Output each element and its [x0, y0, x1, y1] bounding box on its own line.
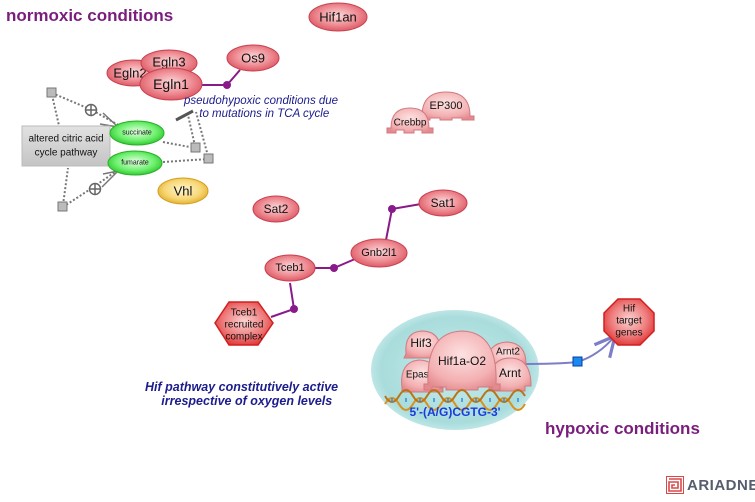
node-tceb1[interactable]: Tceb1	[264, 254, 316, 282]
node-arnt[interactable]: Arnt	[488, 357, 532, 392]
dna-motif-label: 5'-(A/G)CGTG-3'	[409, 405, 500, 419]
svg-text:Tceb1: Tceb1	[231, 308, 258, 319]
tca-pathway-box[interactable]: altered citric acid cycle pathway	[21, 125, 111, 167]
svg-text:genes: genes	[615, 328, 642, 339]
svg-text:complex: complex	[225, 332, 262, 343]
svg-text:Arnt: Arnt	[499, 366, 522, 380]
process-square	[57, 201, 68, 212]
svg-text:Vhl: Vhl	[174, 184, 193, 199]
svg-text:Crebbp: Crebbp	[394, 118, 427, 129]
binding-dot	[290, 305, 298, 313]
node-hif1a-o2[interactable]: Hif1a-O2	[423, 330, 501, 391]
node-hif-target-genes[interactable]: Hif target genes	[603, 298, 655, 346]
svg-text:Os9: Os9	[241, 51, 265, 66]
process-square	[203, 153, 214, 164]
node-fumarate[interactable]: fumarate	[107, 150, 163, 176]
process-square	[190, 142, 201, 153]
node-tceb1-complex[interactable]: Tceb1 recruited complex	[214, 301, 274, 346]
plus-icon	[88, 182, 102, 196]
node-sat1[interactable]: Sat1	[418, 189, 468, 217]
edge-fumarate-to-sq	[162, 158, 209, 163]
svg-text:Arnt2: Arnt2	[496, 347, 520, 358]
inhibition-bar	[175, 109, 194, 122]
svg-text:Hif: Hif	[623, 304, 635, 315]
binding-dot	[330, 264, 338, 272]
normoxic-title: normoxic conditions	[6, 6, 174, 25]
arrowhead-succinate	[99, 112, 121, 129]
svg-text:EP300: EP300	[429, 100, 462, 112]
ariadne-logo-text: ARIADNE	[687, 476, 755, 494]
svg-text:recruited: recruited	[225, 320, 264, 331]
edge-tceb1-complex	[270, 282, 296, 318]
svg-text:Hif3: Hif3	[410, 336, 432, 350]
hif-dna-complex[interactable]: Hif3 Epas1 Arnt2 Arnt Hif1a-O2 5'-(A/G)C…	[371, 310, 615, 430]
process-square	[46, 87, 57, 98]
node-os9[interactable]: Os9	[226, 44, 280, 72]
dna-helix-icon	[384, 389, 526, 411]
ariadne-logo: ARIADNE	[666, 476, 755, 494]
process-square-transcription	[572, 356, 583, 367]
node-hif1an[interactable]: Hif1an	[308, 2, 368, 32]
binding-dot	[223, 81, 231, 89]
svg-text:Gnb2l1: Gnb2l1	[361, 247, 396, 259]
node-egln1[interactable]: Egln1	[139, 67, 203, 101]
svg-text:Tceb1: Tceb1	[275, 262, 304, 274]
node-sat2[interactable]: Sat2	[252, 195, 300, 223]
svg-text:Epas1: Epas1	[406, 370, 435, 381]
node-crebbp[interactable]: Crebbp	[386, 107, 434, 134]
ariadne-logo-icon	[666, 476, 684, 494]
node-ep300[interactable]: EP300	[417, 91, 475, 121]
node-gnb2l1[interactable]: Gnb2l1	[350, 238, 408, 268]
svg-text:Egln1: Egln1	[153, 76, 189, 92]
svg-text:target: target	[616, 316, 642, 327]
edge-tca-sq-bottom-up	[62, 167, 69, 206]
svg-text:Hif1a-O2: Hif1a-O2	[438, 354, 486, 368]
svg-text:Sat1: Sat1	[431, 196, 456, 210]
edge-tca-sq-top-down	[51, 94, 61, 131]
svg-text:fumarate: fumarate	[121, 160, 149, 167]
svg-text:Hif1an: Hif1an	[319, 10, 357, 25]
node-succinate[interactable]: succinate	[109, 120, 165, 146]
tca-label-line2: cycle pathway	[35, 148, 98, 159]
node-vhl[interactable]: Vhl	[157, 177, 209, 205]
svg-text:Egln2: Egln2	[113, 66, 146, 81]
svg-text:Sat2: Sat2	[264, 202, 289, 216]
hypoxic-title: hypoxic conditions	[545, 419, 700, 438]
svg-text:Egln3: Egln3	[152, 55, 185, 70]
plus-icon	[84, 103, 98, 117]
edge-egln1-os9	[200, 69, 241, 86]
edge-sq1-inhibit	[187, 114, 196, 147]
pseudohypoxic-note: pseudohypoxic conditions due to mutation…	[184, 95, 339, 121]
tca-label-line1: altered citric acid	[28, 134, 103, 145]
constitutive-note: Hif pathway constitutively active irresp…	[145, 380, 339, 409]
edge-succinate-to-sq	[162, 141, 196, 149]
binding-dot	[388, 205, 396, 213]
svg-text:succinate: succinate	[122, 130, 152, 137]
